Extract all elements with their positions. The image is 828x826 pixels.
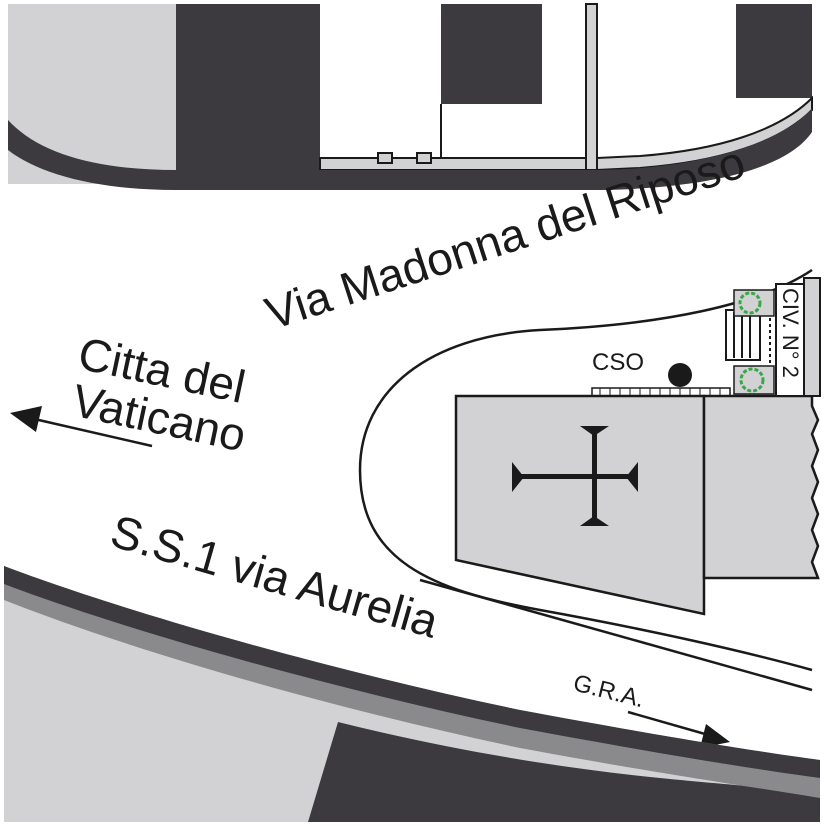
recycling-bin-icon: [733, 289, 775, 395]
top-block: [8, 3, 813, 190]
civic-number-plate: [775, 283, 805, 397]
black-dot-icon: [668, 363, 692, 387]
marker-label: CSO: [592, 349, 644, 376]
building-edge: [803, 277, 821, 397]
bottom-dark-building: [308, 722, 820, 822]
arrow-right-icon: [627, 710, 730, 748]
narrow-passage: [585, 3, 598, 171]
top-dark-building-left: [176, 4, 320, 184]
island-outline: [358, 268, 813, 672]
civic-number-label: CIV. N° 2: [778, 288, 803, 378]
latin-cross-icon: [512, 426, 638, 526]
curb-bottom-edge: [4, 566, 820, 778]
direction-label-right: G.R.A.: [571, 670, 647, 714]
sidewalk-ticks: [599, 388, 721, 396]
top-dark-building-right: [736, 4, 812, 98]
step-lines: [733, 312, 751, 358]
lane-line: [419, 578, 813, 692]
gate-post-2: [416, 152, 432, 164]
adjacent-building: [702, 394, 820, 580]
top-dark-building-center: [441, 4, 542, 104]
gate-post-1: [377, 152, 393, 164]
arrow-left-icon: [10, 406, 153, 448]
bottom-block: [4, 566, 820, 822]
curb-top: [8, 108, 812, 190]
island-block: CSO CIV. N° 2: [358, 268, 821, 692]
church-building: [454, 394, 706, 616]
sidewalk-top: [319, 157, 587, 171]
